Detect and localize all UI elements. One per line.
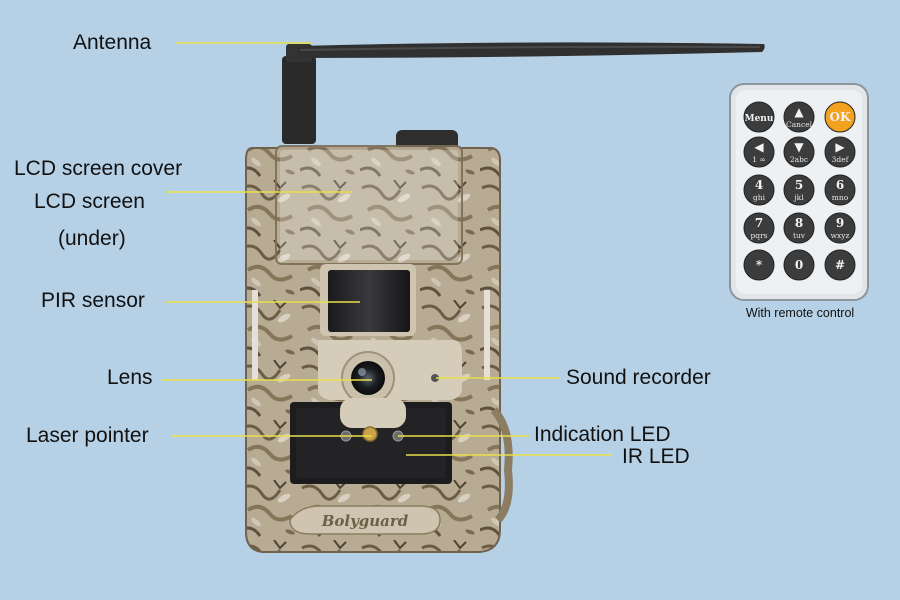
remote-button-sublabel: wxyz (831, 231, 850, 240)
lcd-screen-cover (275, 145, 463, 265)
remote-button-sublabel: pqrs (750, 231, 767, 240)
remote-button-ok[interactable]: OK (824, 101, 856, 133)
label-ir-led: IR LED (622, 445, 690, 468)
remote-button-label: ▶ (835, 140, 845, 154)
remote-button-label: * (756, 258, 763, 272)
remote-button-label: 6 (836, 178, 844, 192)
remote-button-sublabel: mno (832, 193, 849, 202)
remote-button-label: ▼ (794, 140, 804, 154)
label-sound-recorder: Sound recorder (566, 366, 711, 389)
remote-button-sublabel: 3def (832, 155, 850, 164)
remote-button-label: 7 (755, 216, 763, 230)
remote-button-label: # (835, 258, 845, 272)
label-lcd-screen: LCD screen (34, 190, 145, 213)
lens (351, 361, 385, 395)
remote-button-sym3[interactable]: ◀1 ∞ (743, 136, 775, 168)
remote-button-sublabel: jkl (793, 193, 804, 202)
remote-button-label: ▲ (794, 105, 804, 119)
ir-led-panel (290, 398, 452, 484)
remote-button-label: 9 (836, 216, 844, 230)
callout-lines (162, 42, 612, 456)
remote-button-sublabel: Cancel (786, 120, 813, 129)
remote-button-sym12[interactable]: * (743, 249, 775, 281)
svg-text:Bolyguard: Bolyguard (321, 512, 409, 530)
sound-recorder-hole (431, 374, 439, 382)
remote-button-sym5[interactable]: ▶3def (824, 136, 856, 168)
remote-button-sublabel: 1 ∞ (752, 155, 765, 164)
label-laser-pointer: Laser pointer (26, 424, 149, 447)
label-pir-sensor: PIR sensor (41, 289, 145, 312)
remote-button-Menu[interactable]: Menu (743, 101, 775, 133)
brand-logo: Bolyguard (289, 505, 441, 535)
label-lcd-screen-cover: LCD screen cover (14, 157, 183, 180)
remote-button-sublabel: ghi (753, 193, 766, 202)
antenna (282, 42, 765, 144)
remote-button-0[interactable]: 0 (783, 249, 815, 281)
pir-sensor (320, 264, 416, 336)
remote-button-label: 4 (755, 178, 763, 192)
label-indication-led: Indication LED (534, 423, 671, 446)
remote-button-label: 5 (795, 178, 803, 192)
remote-button-sym4[interactable]: ▼2abc (783, 136, 815, 168)
lens-housing (318, 340, 462, 405)
label-lens: Lens (107, 366, 153, 389)
remote-button-sublabel: 2abc (790, 155, 808, 164)
remote-button-sym1[interactable]: ▲Cancel (783, 101, 815, 133)
remote-button-label: Menu (745, 114, 774, 124)
label-lcd-under: (under) (58, 227, 126, 250)
laser-pointer (362, 426, 378, 442)
remote-button-label: 0 (795, 258, 803, 272)
remote-button-label: OK (830, 110, 851, 124)
remote-button-label: ◀ (754, 140, 764, 154)
remote-button-label: 8 (795, 216, 803, 230)
label-antenna: Antenna (73, 31, 152, 54)
remote-button-sym14[interactable]: # (824, 249, 856, 281)
remote-caption: With remote control (745, 306, 855, 320)
remote-button-sublabel: tuv (793, 231, 806, 240)
